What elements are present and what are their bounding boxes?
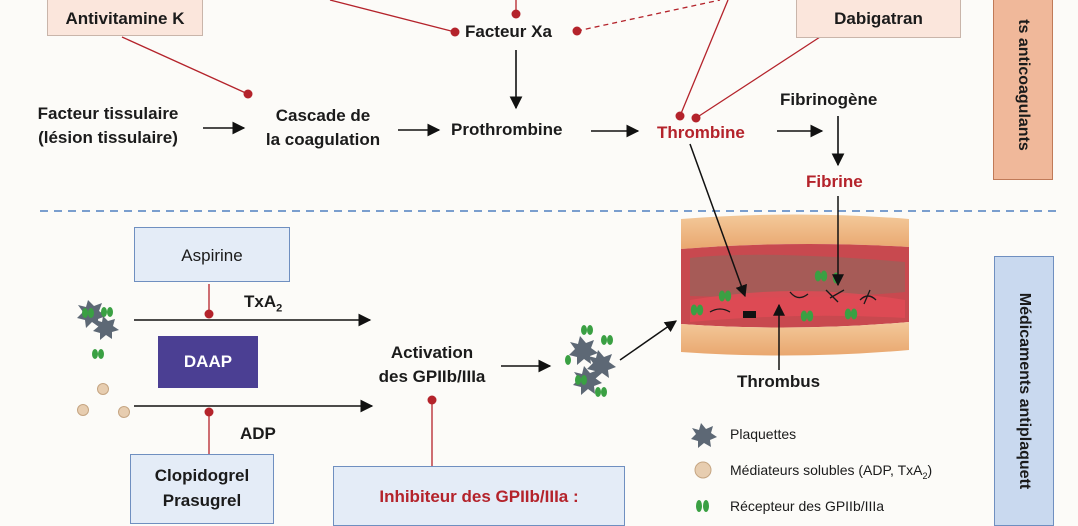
dabigatran-inhibition-line — [695, 36, 821, 119]
mediator-cluster — [77, 383, 130, 418]
prothrombine-label: Prothrombine — [451, 120, 563, 139]
receptor-legend-icon — [696, 500, 709, 512]
legend-mediateurs-sub: 2 — [922, 470, 928, 481]
inhibiteur-box: Inhibiteur des GPIIb/IIIa : — [333, 466, 625, 526]
facteur-xa-label: Facteur Xa — [465, 22, 552, 41]
inhibition-dot — [691, 113, 701, 123]
inhibition-line-top — [329, 0, 456, 33]
inhibition-dot — [427, 395, 437, 405]
fibrinogene-label: Fibrinogène — [780, 90, 878, 109]
antivitamine-k-label: Antivitamine K — [65, 9, 185, 28]
arrow-platelets-vessel — [619, 320, 677, 361]
antiplaquettaires-side-tab: Médicaments antiplaquett — [994, 256, 1054, 526]
txa2-sub: 2 — [276, 302, 283, 315]
cascade-line2: la coagulation — [265, 130, 381, 149]
facteur-tissulaire-label: Facteur tissulaire (lésion tissulaire) — [18, 102, 198, 150]
activation-line2: des GPIIb/IIIa — [378, 367, 486, 386]
antivitamine-k-box: Antivitamine K — [47, 0, 203, 36]
daap-label: DAAP — [183, 352, 233, 371]
legend-recepteur: Récepteur des GPIIb/IIIa — [730, 498, 885, 514]
thrombine-label: Thrombine — [657, 123, 745, 142]
dabigatran-box: Dabigatran — [796, 0, 961, 38]
prasugrel-label: Prasugrel — [162, 491, 242, 510]
cascade-label: Cascade de la coagulation — [248, 104, 398, 152]
anticoagulants-side-tab: ts anticoagulants — [993, 0, 1053, 180]
activation-label: Activation des GPIIb/IIIa — [362, 341, 502, 389]
legend-plaquettes: Plaquettes — [730, 426, 797, 442]
legend-mediateurs-main: Médiateurs solubles (ADP, TxA — [730, 462, 923, 478]
mediator-legend-icon — [694, 461, 712, 479]
inhibition-line-dashed — [576, 0, 721, 32]
aspirine-box: Aspirine — [134, 227, 290, 282]
adp-label: ADP — [240, 424, 276, 443]
inhibition-dot — [204, 407, 214, 417]
clopidogrel-label: Clopidogrel — [154, 466, 250, 485]
txa2-main: TxA — [244, 292, 277, 311]
arrow-thrombine-vessel — [689, 143, 747, 298]
clopidogrel-box: Clopidogrel Prasugrel — [130, 454, 274, 524]
cascade-line1: Cascade de — [275, 106, 371, 125]
avk-inhibition-line — [121, 36, 249, 95]
inhibition-dot — [204, 309, 214, 319]
antiplaquettaires-side-label: Médicaments antiplaquett — [1016, 292, 1034, 490]
platelet-cluster-left — [77, 300, 119, 359]
fibrine-label: Fibrine — [806, 172, 863, 191]
vessel-illustration — [681, 214, 909, 356]
inhibition-dot — [675, 111, 685, 121]
inhibition-dot — [243, 89, 253, 99]
thrombus-label: Thrombus — [737, 372, 821, 391]
facteur-tissulaire-line2: (lésion tissulaire) — [38, 128, 178, 147]
inhibiteur-label: Inhibiteur des GPIIb/IIIa : — [379, 487, 579, 506]
activation-line1: Activation — [390, 343, 474, 362]
inhibition-dot — [511, 9, 521, 19]
daap-box: DAAP — [158, 336, 258, 388]
platelet-cluster-activated — [565, 325, 616, 397]
facteur-tissulaire-line1: Facteur tissulaire — [37, 104, 179, 123]
txa2-label: TxA2 — [244, 290, 282, 320]
legend-mediateurs-end: ) — [927, 462, 933, 478]
aspirine-label: Aspirine — [181, 246, 243, 265]
legend-mediateurs: Médiateurs solubles (ADP, TxA2) — [730, 462, 932, 481]
platelet-legend-icon — [691, 423, 717, 448]
dabigatran-label: Dabigatran — [834, 9, 923, 28]
inhibition-dot — [450, 27, 460, 37]
inhibition-dot — [572, 26, 582, 36]
thrombine-inhibition-line — [679, 0, 729, 117]
anticoagulants-side-label: ts anticoagulants — [1015, 19, 1033, 151]
